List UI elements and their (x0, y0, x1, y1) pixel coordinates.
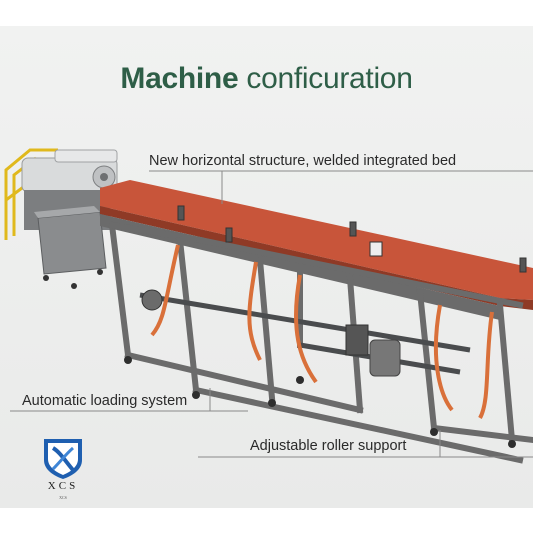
title-light: conficuration (238, 62, 413, 95)
top-rollers (177, 205, 527, 273)
support-frames (108, 221, 533, 464)
page-title: Machine conficuration (0, 62, 533, 96)
callout-welded-bed: New horizontal structure, welded integra… (149, 153, 457, 169)
machine-feet (124, 356, 516, 448)
gear-boxes (141, 289, 401, 377)
title-bold: Machine (120, 62, 239, 95)
loading-arms (150, 244, 494, 419)
callout-roller-support: Adjustable roller support (250, 438, 407, 454)
collection-bin (34, 206, 107, 289)
logo-subtext: XCS (59, 495, 67, 500)
callout-loading-system: Automatic loading system (22, 393, 188, 409)
logo-text: XCS (47, 480, 79, 492)
callout-lines (10, 170, 533, 458)
shield-logo-icon (44, 439, 82, 479)
